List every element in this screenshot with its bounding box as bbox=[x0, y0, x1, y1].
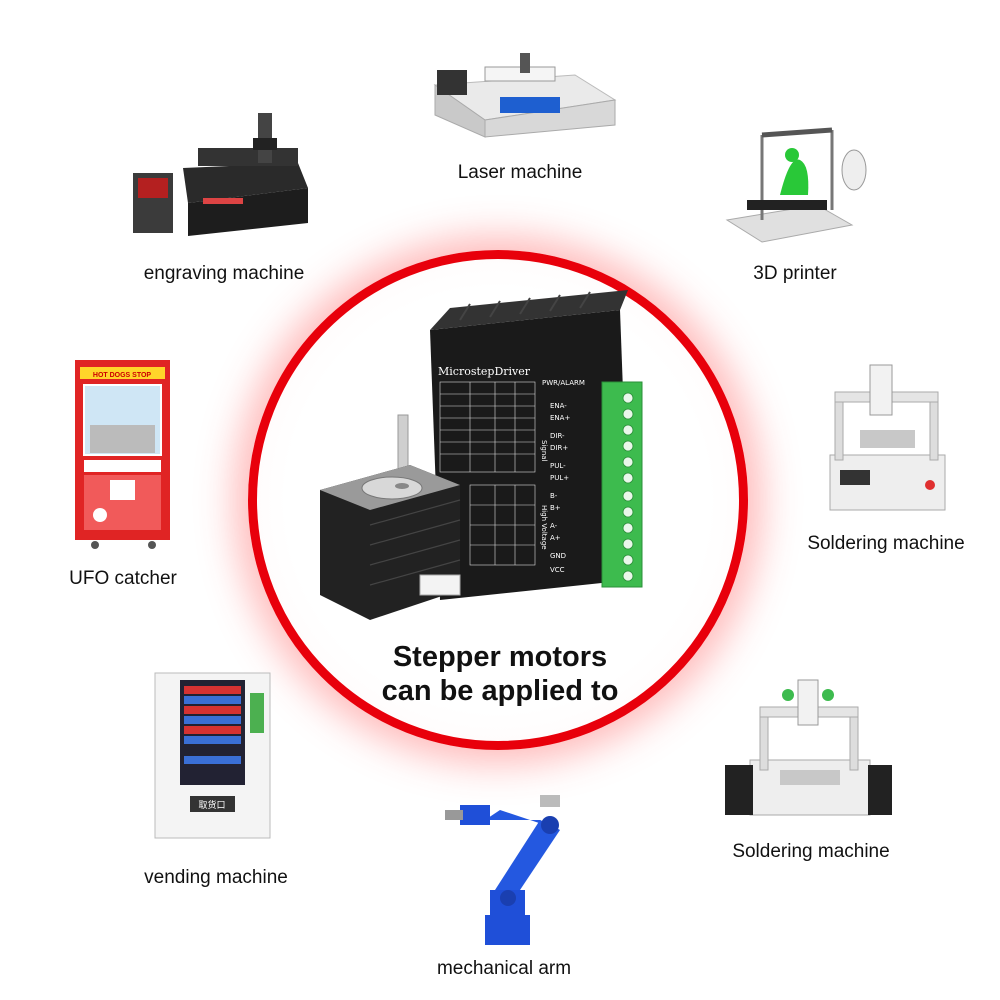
label-laser-machine: Laser machine bbox=[457, 162, 583, 183]
terminal-label: VCC bbox=[550, 566, 565, 574]
soldering-machine-image bbox=[725, 679, 892, 816]
terminal-label: DIR- bbox=[550, 432, 565, 440]
label-ufo-catcher: UFO catcher bbox=[69, 568, 177, 589]
label-mechanical-arm: mechanical arm bbox=[436, 958, 572, 979]
terminal-label: PUL- bbox=[550, 462, 566, 470]
label-soldering-machine-2: Soldering machine bbox=[732, 841, 890, 862]
terminal-block bbox=[601, 381, 643, 588]
stepper-motor bbox=[320, 414, 461, 620]
center-caption-line2: can be applied to bbox=[381, 675, 619, 707]
vending-panel-text: 取货口 bbox=[198, 799, 225, 811]
terminal-label: B- bbox=[550, 492, 558, 500]
terminal-label: ENA+ bbox=[550, 414, 570, 422]
terminal-label: A+ bbox=[550, 534, 561, 542]
terminal-label: B+ bbox=[550, 504, 561, 512]
ufo-sign-text: HOT DOGS STOP bbox=[93, 372, 152, 379]
label-soldering-machine-1: Soldering machine bbox=[807, 533, 965, 554]
center-caption-line1: Stepper motors bbox=[392, 641, 608, 673]
label-3d-printer: 3D printer bbox=[753, 263, 837, 284]
terminal-label: GND bbox=[550, 552, 566, 560]
soldering-machine-image bbox=[829, 364, 946, 511]
center-caption: Stepper motors can be applied to bbox=[382, 640, 619, 708]
label-vending-machine: vending machine bbox=[144, 867, 288, 888]
mechanical-arm-image bbox=[445, 795, 560, 945]
driver-signal-label: Signal bbox=[540, 440, 548, 462]
label-engraving-machine: engraving machine bbox=[143, 263, 305, 284]
driver-pwr-label: PWR/ALARM bbox=[542, 379, 585, 387]
ufo-catcher-image: HOT DOGS STOP bbox=[75, 360, 170, 549]
terminal-label: DIR+ bbox=[550, 444, 568, 452]
driver-hv-label: High Voltage bbox=[540, 505, 548, 550]
terminal-label: A- bbox=[550, 522, 558, 530]
stepper-motor-driver-image: MicrostepDriver PWR/ALARM ENA- ENA+ DIR- bbox=[320, 290, 643, 620]
terminal-label: ENA- bbox=[550, 402, 567, 410]
engraving-machine-image bbox=[133, 113, 308, 236]
driver-title: MicrostepDriver bbox=[438, 365, 531, 378]
laser-machine-image bbox=[433, 53, 617, 138]
vending-machine-image: 取货口 bbox=[154, 672, 271, 839]
terminal-label: PUL+ bbox=[550, 474, 569, 482]
3d-printer-image bbox=[725, 127, 867, 243]
